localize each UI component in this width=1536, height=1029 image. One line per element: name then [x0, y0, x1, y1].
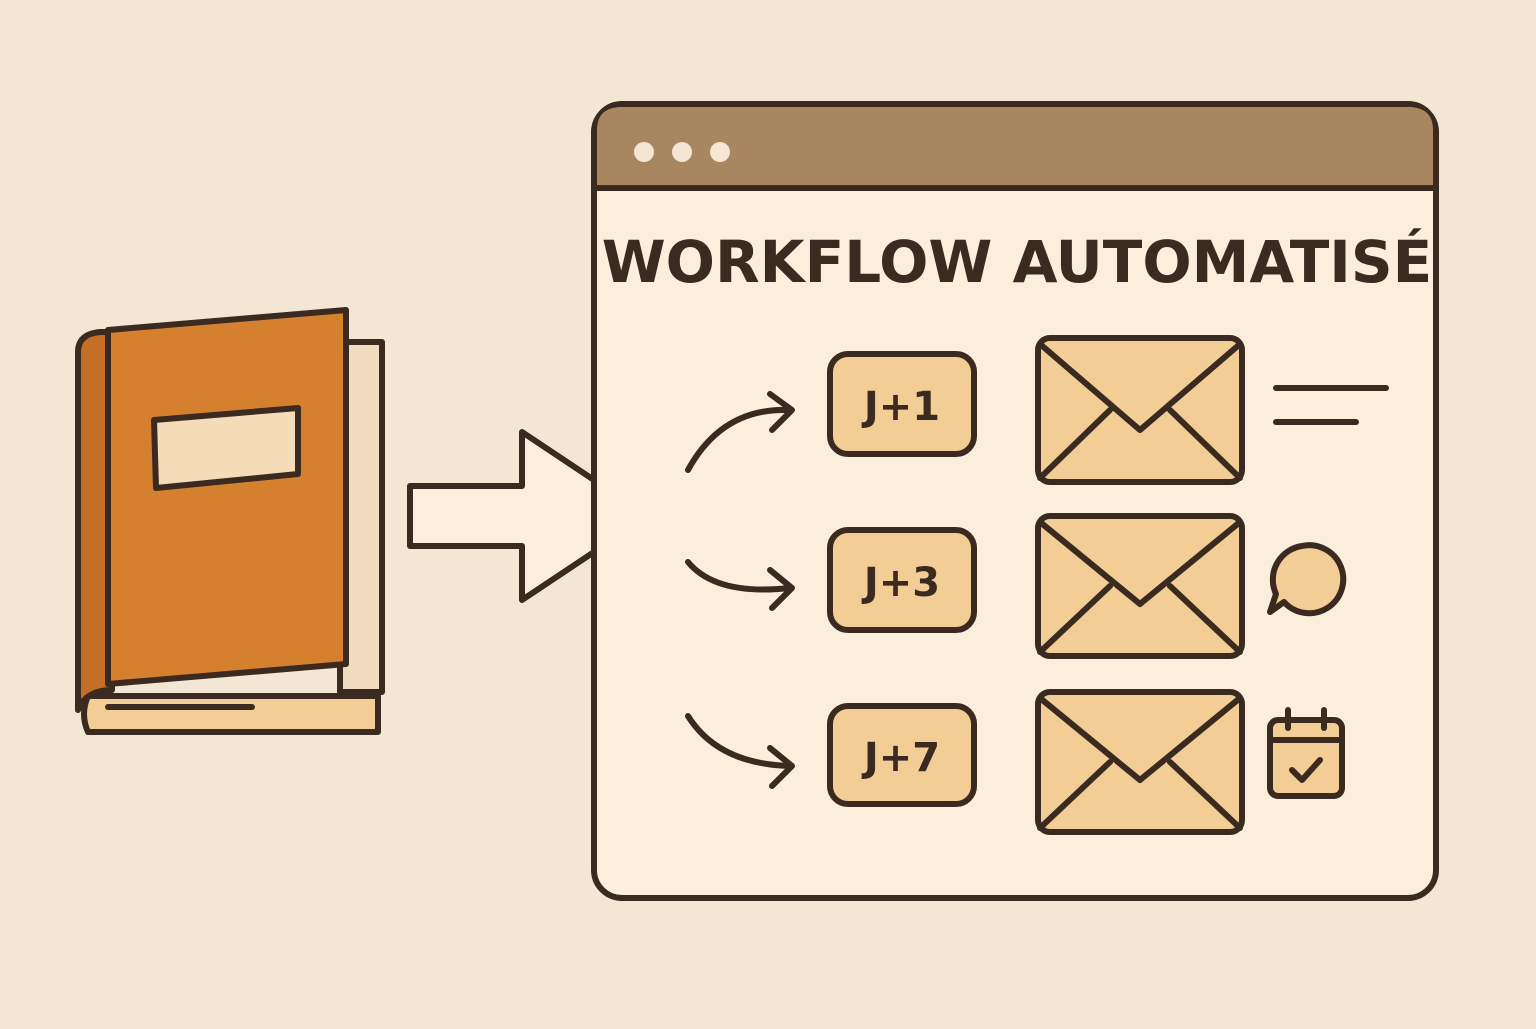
arrow-head [767, 745, 795, 789]
book-label [151, 405, 301, 491]
chat-bubble-icon [1267, 542, 1347, 617]
arrow-head [767, 391, 795, 433]
big-arrow-icon [407, 429, 651, 603]
window-title-bar [597, 107, 1433, 186]
day-label-1: J+1 [861, 384, 940, 430]
curved-arrow-icon [685, 559, 793, 593]
workflow-row-2 [685, 559, 795, 611]
workflow-title: WORKFLOW AUTOMATISÉ [601, 228, 1433, 296]
curved-arrow-icon [685, 406, 791, 473]
day-label-3: J+7 [861, 735, 940, 781]
window-dot-1 [634, 142, 654, 162]
day-badge-2: J+3 [827, 527, 977, 633]
window-dot-2 [672, 142, 692, 162]
book-cover [105, 307, 349, 687]
workflow-row-3 [685, 713, 795, 789]
day-label-2: J+3 [861, 560, 940, 606]
text-lines-icon [1273, 385, 1389, 425]
window-dot-3 [710, 142, 730, 162]
arrow-head [767, 567, 795, 611]
workflow-row-1 [685, 391, 795, 473]
curved-arrow-icon [685, 713, 793, 769]
book-base [81, 693, 381, 735]
envelope-icon [1035, 513, 1245, 659]
day-badge-3: J+7 [827, 703, 977, 807]
book-icon [75, 307, 385, 735]
day-badge-1: J+1 [827, 351, 977, 457]
calendar-check-icon [1267, 707, 1345, 799]
envelope-icon [1035, 335, 1245, 485]
envelope-icon [1035, 689, 1245, 835]
